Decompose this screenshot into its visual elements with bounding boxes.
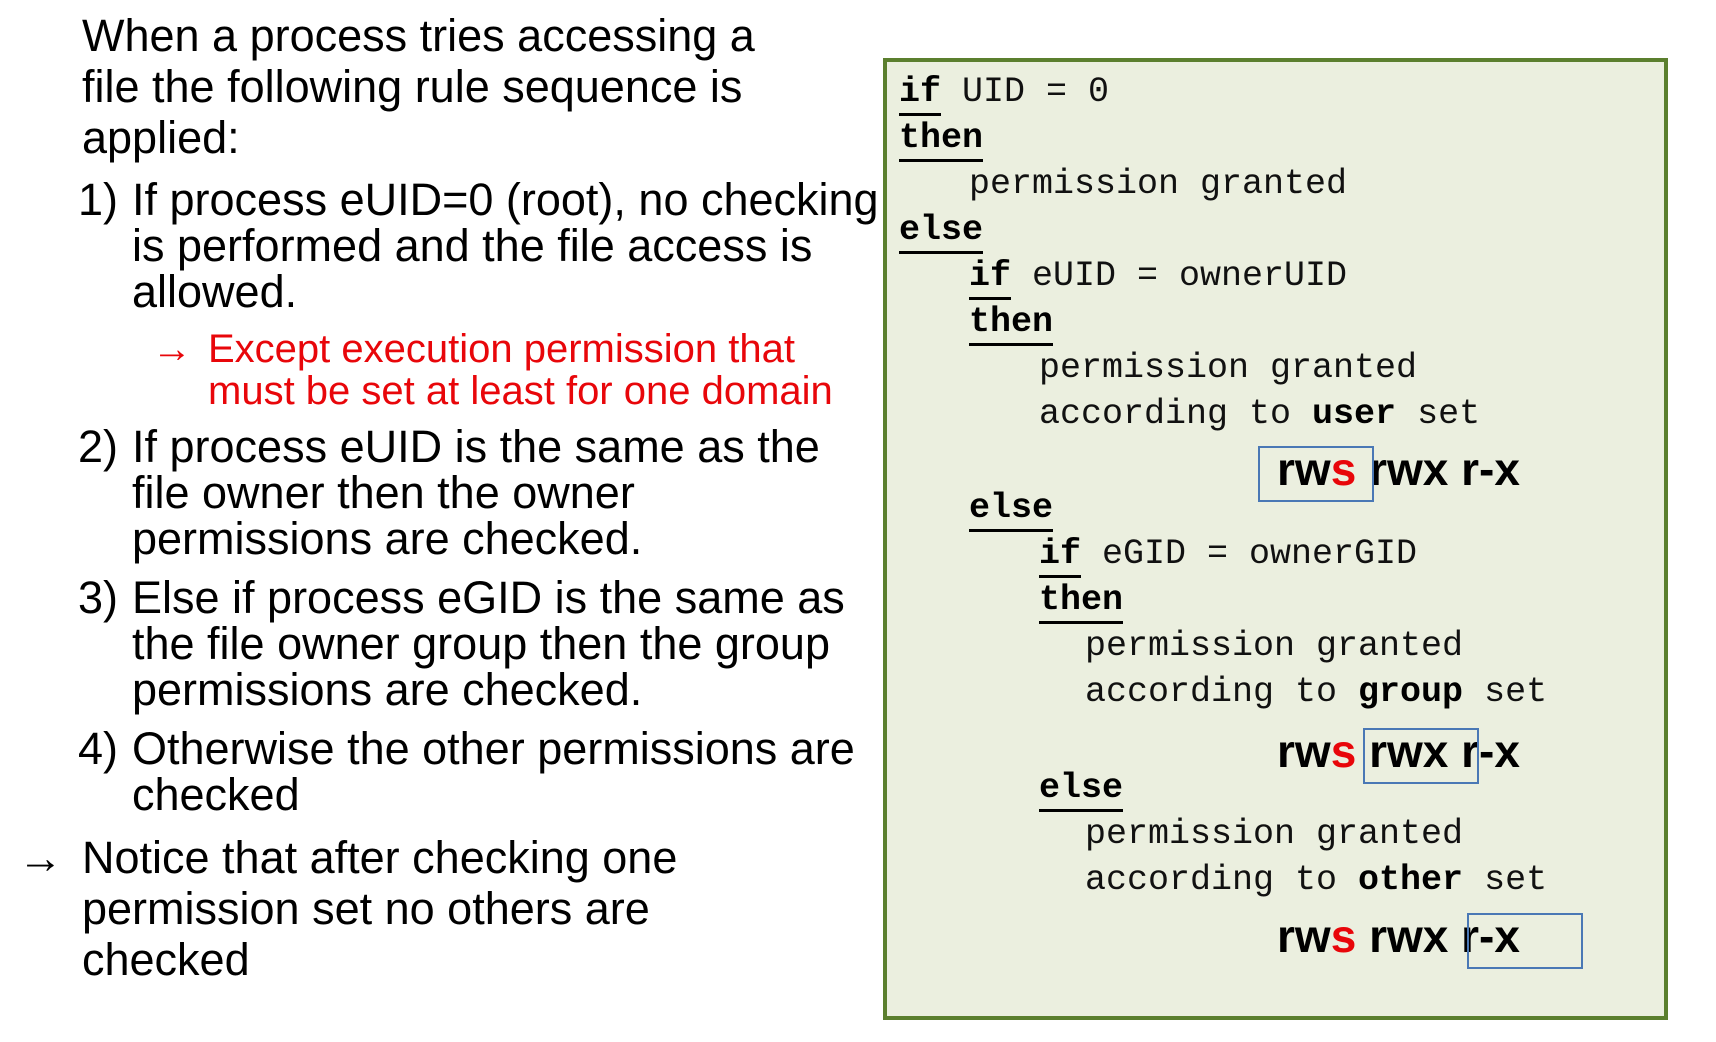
intro-line-2: file the following rule sequence is [82, 61, 743, 112]
kw-if-uid: if [899, 72, 942, 116]
perm-owner-bits: rws [1277, 725, 1357, 777]
rule-4-number: 4) [78, 723, 119, 774]
kw-else-group: else [1039, 768, 1124, 812]
owner-according-line: according to user set [1039, 394, 1480, 434]
kw-if-egid: if [1039, 534, 1082, 578]
user-keyword: user [1312, 394, 1397, 434]
notice-line-1: Notice that after checking one [82, 832, 678, 883]
other-according-line: according to other set [1085, 860, 1547, 900]
notice-arrow-icon: → [18, 832, 63, 883]
pseudocode-box [883, 58, 1668, 1020]
perm-group-bits: rwx [1369, 725, 1449, 777]
root-permission-granted: permission granted [969, 164, 1348, 204]
according-to-text: according to [1039, 394, 1313, 434]
group-according-line: according to group set [1085, 672, 1547, 712]
other-highlight-box [1467, 913, 1583, 969]
note-line-2: must be set at least for one domain [208, 369, 833, 413]
rule-3-line-1: Else if process eGID is the same as [132, 572, 845, 623]
group-highlight-box [1363, 728, 1479, 784]
according-to-text: according to [1085, 860, 1359, 900]
perm-owner-bits: rws [1277, 910, 1357, 962]
perm-other-bits: r-x [1461, 910, 1520, 962]
rule-1-line-3: allowed. [132, 266, 298, 317]
intro-line-3: applied: [82, 112, 240, 163]
kw-then-owner: then [969, 302, 1054, 346]
perm-group-bits: rwx [1369, 443, 1449, 495]
rule-4-line-1: Otherwise the other permissions are [132, 723, 855, 774]
note-line-1: Except execution permission that [208, 327, 795, 371]
rule-3-line-2: the file owner group then the group [132, 618, 830, 669]
rule-2-number: 2) [78, 421, 119, 472]
cond-egid-owner: eGID = ownerGID [1081, 534, 1418, 574]
group-keyword: group [1358, 672, 1464, 712]
according-to-text: according to [1085, 672, 1359, 712]
kw-else-root: else [899, 210, 984, 254]
perm-other-bits: r-x [1461, 725, 1520, 777]
note-arrow-icon: → [152, 327, 192, 371]
perm-other-bits: r-x [1461, 443, 1520, 495]
kw-if-euid: if [969, 256, 1012, 300]
rule-1-number: 1) [78, 174, 119, 225]
other-permission-granted: permission granted [1085, 814, 1464, 854]
rule-2-line-2: file owner then the owner [132, 467, 635, 518]
owner-permission-granted: permission granted [1039, 348, 1418, 388]
kw-then-group: then [1039, 580, 1124, 624]
owner-highlight-box [1258, 446, 1374, 502]
other-perm-string: rws rwx r-x [1277, 910, 1520, 962]
set-text: set [1396, 394, 1481, 434]
perm-group-bits: rwx [1369, 910, 1449, 962]
rule-3-number: 3) [78, 572, 119, 623]
other-keyword: other [1358, 860, 1464, 900]
notice-line-2: permission set no others are [82, 883, 650, 934]
cond-euid-owner: eUID = ownerUID [1011, 256, 1348, 296]
owner-perm-string: rws rwx r-x [1277, 443, 1520, 495]
set-text: set [1463, 860, 1548, 900]
set-text: set [1463, 672, 1548, 712]
group-perm-string: rws rwx r-x [1277, 725, 1520, 777]
rule-3-line-3: permissions are checked. [132, 664, 643, 715]
group-permission-granted: permission granted [1085, 626, 1464, 666]
rule-1-line-2: is performed and the file access is [132, 220, 813, 271]
kw-then-root: then [899, 118, 984, 162]
rule-2-line-3: permissions are checked. [132, 513, 643, 564]
intro-line-1: When a process tries accessing a [82, 10, 755, 61]
notice-line-3: checked [82, 934, 250, 985]
cond-uid-zero: UID = 0 [941, 72, 1110, 112]
perm-owner-bits: rws [1277, 443, 1357, 495]
rule-1-line-1: If process eUID=0 (root), no checking [132, 174, 879, 225]
rule-4-line-2: checked [132, 769, 300, 820]
rule-2-line-1: If process eUID is the same as the [132, 421, 820, 472]
kw-else-owner: else [969, 488, 1054, 532]
